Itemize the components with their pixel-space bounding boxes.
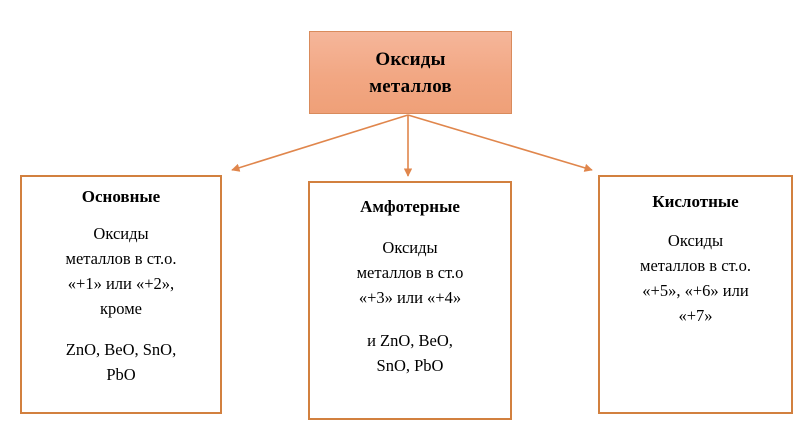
category-title-acidic: Кислотные [652,192,739,211]
arrow-to-acidic-line [407,114,593,172]
category-box-basic: Основные Оксиды металлов в ст.о. «+1» ил… [20,175,222,414]
arrow-to-basic-line [231,114,409,172]
category-exceptions-basic: ZnO, BeO, SnO, PbO [65,340,177,384]
root-node-metal-oxides: Оксиды металлов [309,31,512,114]
root-label-line1: Оксиды [375,48,446,70]
category-box-acidic: Кислотные Оксиды металлов в ст.о. «+5», … [598,175,793,414]
category-description-basic: Оксиды металлов в ст.о. «+1» или «+2», к… [65,224,177,318]
category-title-basic: Основные [81,187,161,206]
category-description-amphoteric: Оксиды металлов в ст.о «+3» или «+4» [356,238,464,307]
root-label-line2: металлов [369,75,452,97]
category-description-acidic: Оксиды металлов в ст.о. «+5», «+6» или «… [640,231,751,325]
category-exceptions-amphoteric: и ZnO, BeO, SnO, PbO [367,331,453,375]
category-title-amphoteric: Амфотерные [360,197,460,216]
category-box-amphoteric: Амфотерные Оксиды металлов в ст.о «+3» и… [308,181,512,420]
